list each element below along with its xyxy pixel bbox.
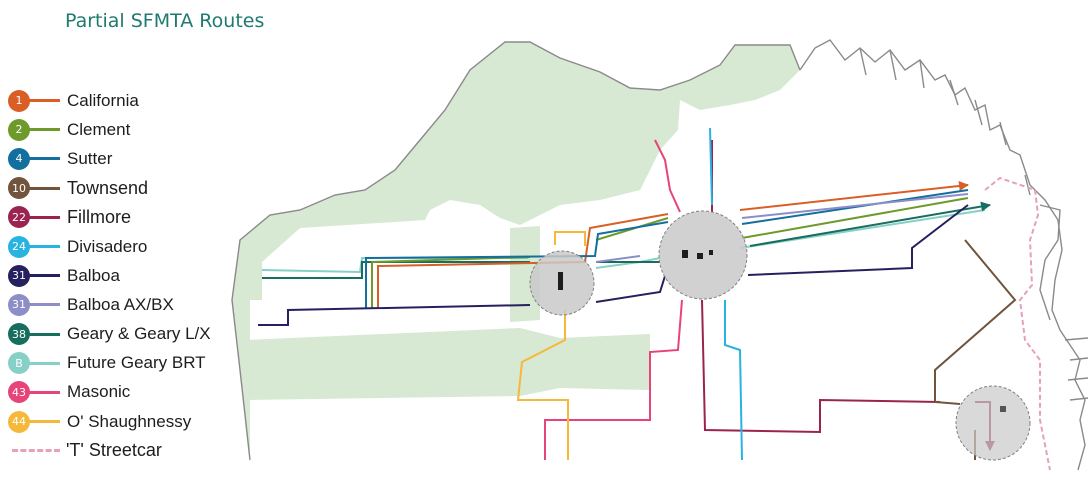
route-line-swatch <box>28 99 60 103</box>
route-line-swatch <box>28 303 60 307</box>
legend-label: Fillmore <box>67 206 132 227</box>
route-line-swatch <box>28 390 60 394</box>
route-badge: 31 <box>8 264 30 287</box>
legend-item-t-streetcar[interactable]: 'T' Streetcar <box>8 436 248 465</box>
route-geary <box>262 205 990 279</box>
route-line-swatch <box>28 274 60 278</box>
legend-label: Masonic <box>67 382 131 402</box>
route-badge: 31 <box>8 293 30 316</box>
route-badge: 24 <box>8 235 30 258</box>
coastline <box>231 39 1089 471</box>
route-badge: 38 <box>8 323 30 346</box>
route-oshaughnessy <box>516 231 586 460</box>
route-line-swatch <box>28 420 60 424</box>
route-line-swatch <box>28 215 60 219</box>
legend-item-balboa[interactable]: 31 Balboa <box>8 261 248 290</box>
route-badge: 4 <box>8 147 30 170</box>
legend-item-sutter[interactable]: 4 Sutter <box>8 144 248 173</box>
streetcar-dashed-swatch <box>12 449 60 453</box>
legend-label: Future Geary BRT <box>67 353 206 373</box>
legend-label: Townsend <box>67 177 149 198</box>
legend-label: Balboa <box>67 265 120 285</box>
route-divisadero <box>709 127 743 461</box>
route-line-swatch <box>28 157 60 161</box>
map-title: Partial SFMTA Routes <box>65 10 265 32</box>
legend-item-future-geary-brt[interactable]: B Future Geary BRT <box>8 349 248 378</box>
route-line-swatch <box>28 186 60 190</box>
route-badge: 44 <box>8 410 30 433</box>
hub-eastern <box>955 385 1031 461</box>
route-badge: 1 <box>8 89 30 112</box>
legend-item-oshaughnessy[interactable]: 44 O' Shaughnessy <box>8 407 248 436</box>
legend-label: Clement <box>67 119 131 139</box>
legend-item-masonic[interactable]: 43 Masonic <box>8 378 248 407</box>
route-balboa <box>258 204 969 326</box>
route-line-swatch <box>28 245 60 249</box>
route-badge: B <box>8 352 30 375</box>
route-badge: 22 <box>8 206 30 229</box>
legend-item-geary[interactable]: 38 Geary & Geary L/X <box>8 320 248 349</box>
routes <box>258 127 1051 471</box>
route-line-swatch <box>28 128 60 132</box>
hubs <box>529 210 1031 461</box>
legend-label: Sutter <box>67 148 113 168</box>
legend-item-california[interactable]: 1 California <box>8 86 248 115</box>
legend-label: Balboa AX/BX <box>67 294 174 314</box>
legend-label: 'T' Streetcar <box>66 440 162 461</box>
route-badge: 2 <box>8 118 30 141</box>
park-strip <box>510 226 540 322</box>
route-badge: 10 <box>8 177 30 200</box>
route-badge: 43 <box>8 381 30 404</box>
route-legend: 1 California 2 Clement 4 Sutter 10 Towns… <box>8 86 248 465</box>
route-balboa-axbx <box>595 193 969 263</box>
legend-item-clement[interactable]: 2 Clement <box>8 115 248 144</box>
route-masonic <box>544 139 683 460</box>
route-line-swatch <box>28 361 60 365</box>
legend-item-townsend[interactable]: 10 Townsend <box>8 174 248 203</box>
legend-label: O' Shaughnessy <box>67 411 192 431</box>
legend-item-fillmore[interactable]: 22 Fillmore <box>8 203 248 232</box>
route-t-streetcar <box>984 176 1051 471</box>
legend-label: California <box>67 90 139 110</box>
legend-item-divisadero[interactable]: 24 Divisadero <box>8 232 248 261</box>
legend-label: Geary & Geary L/X <box>67 324 211 344</box>
legend-label: Divisadero <box>67 236 148 256</box>
golden-gate-park <box>245 328 650 400</box>
route-line-swatch <box>28 332 60 336</box>
legend-item-balboa-axbx[interactable]: 31 Balboa AX/BX <box>8 290 248 319</box>
